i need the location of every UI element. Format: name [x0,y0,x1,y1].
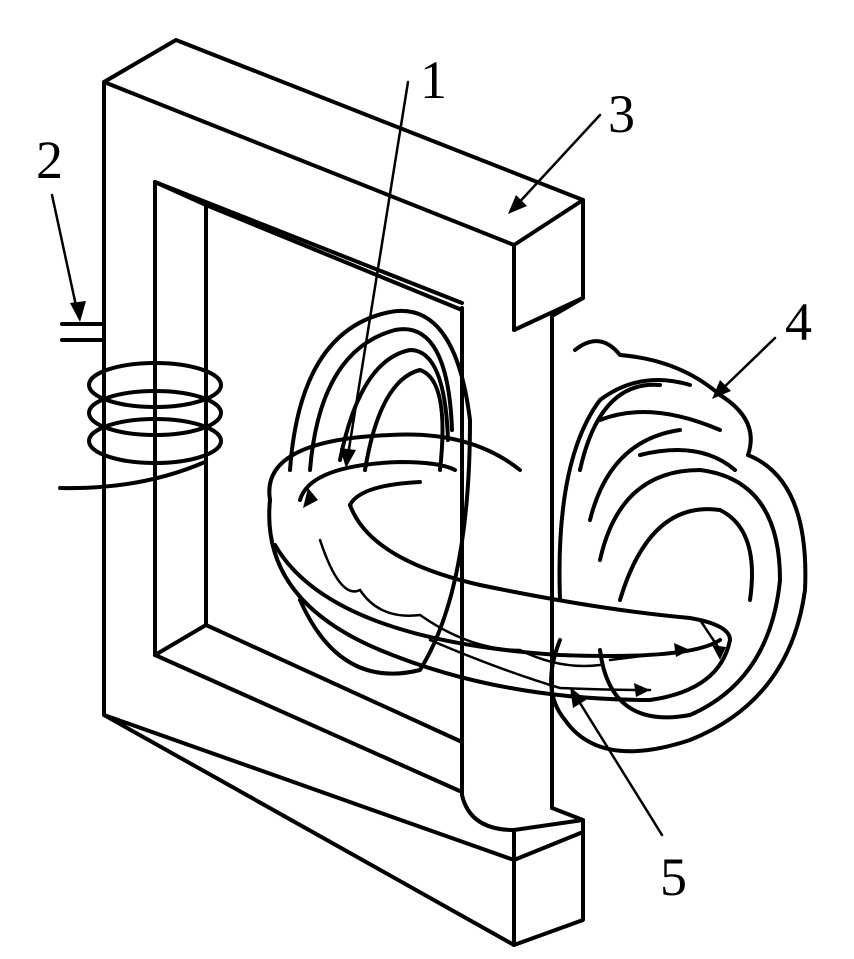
arrowhead [674,643,690,657]
label-2: 2 [36,130,63,190]
arrowhead [303,488,318,508]
primary-winding [58,322,223,491]
arrowhead [712,645,726,660]
label-3: 3 [608,84,635,144]
arrowhead [634,683,650,697]
leader-lines [50,80,777,837]
leakage-flux-bundle [549,339,808,754]
label-5: 5 [660,847,687,907]
label-1: 1 [420,50,447,110]
flux-arrows [303,488,726,697]
label-4: 4 [785,292,812,352]
magnetic-core [102,38,585,947]
